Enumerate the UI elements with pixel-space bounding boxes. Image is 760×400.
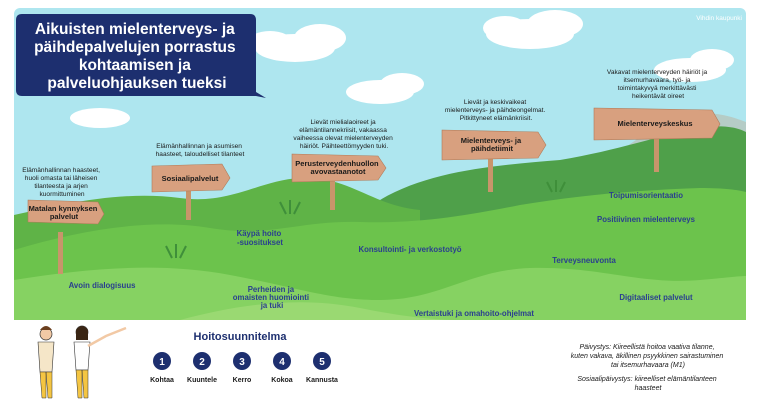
title-card: Aikuisten mielenterveys- ja päihdepalvel…: [16, 14, 266, 98]
label-vertaistuki: Vertaistuki ja omahoito-ohjelmat: [414, 309, 534, 318]
step-circle: [313, 352, 331, 370]
sign-label: Sosiaalipalvelut: [162, 174, 219, 183]
clouds: [70, 10, 734, 128]
sign-label: Mielenterveyskeskus: [617, 119, 692, 128]
note-paivystys: Päivystys: Kiireellistä hoitoa vaativa t…: [571, 344, 725, 369]
sign-label: Mielenterveys- ja päihdetiimit: [461, 136, 524, 153]
sign-description: Lievät mielialaoireet ja elämäntilannekr…: [293, 119, 394, 150]
label-avoin-dialogisuus: Avoin dialogisuus: [69, 281, 137, 290]
label-terveysneuvonta: Terveysneuvonta: [552, 256, 616, 265]
step-label: Kokoa: [271, 377, 293, 384]
sign-description: Elämänhallinnan haasteet, huoli omasta t…: [22, 167, 102, 198]
people-illustration: [37, 325, 127, 399]
sign-description: Elämänhallinnan ja asumisen haasteet, ta…: [156, 143, 245, 158]
label-toipumisorientaatio: Toipumisorientaatio: [609, 191, 683, 200]
sign-label: Perusterveydenhuollon avovastaanotot: [295, 159, 380, 176]
signpost-mielenterveys-ja-paihdetiimit: Lievät ja keskivaikeat mielenterveys- ja…: [441, 99, 547, 192]
step-circle: [193, 352, 211, 370]
hoito-title: Hoitosuunnitelma: [194, 331, 288, 343]
note-sosiaalipaivystys: Sosiaalipäivystys: kiireelliset elämänti…: [577, 376, 718, 392]
step-number: 2: [199, 357, 205, 368]
hill-front: [14, 267, 746, 320]
step-number: 4: [279, 357, 285, 368]
step-label: Kohtaa: [150, 377, 174, 384]
signpost-sosiaalipalvelut: Elämänhallinnan ja asumisen haasteet, ta…: [151, 143, 245, 220]
hill-foreground: [180, 302, 460, 320]
step-label: Kerro: [233, 377, 252, 384]
label-konsultointi: Konsultointi- ja verkostotyö: [358, 245, 461, 254]
step-number: 1: [159, 357, 165, 368]
step-circle: [153, 352, 171, 370]
sign-label: Matalan kynnyksen palvelut: [29, 204, 100, 221]
page-title: Aikuisten mielenterveys- ja päihdepalvel…: [34, 21, 240, 92]
label-kaypa-hoito: Käypä hoito -suositukset: [237, 229, 284, 247]
step-label: Kuuntele: [187, 377, 217, 384]
sign-description: Lievät ja keskivaikeat mielenterveys- ja…: [445, 99, 547, 122]
sign-description: Vakavat mielenterveyden häiriöt ja itsem…: [607, 69, 709, 100]
step-number: 5: [319, 357, 325, 368]
signpost-perusterveydenhuollon: Lievät mielialaoireet ja elämäntilannekr…: [291, 119, 394, 210]
step-circle: [273, 352, 291, 370]
label-positiivinen: Positiivinen mielenterveys: [597, 215, 696, 224]
step-label: Kannusta: [306, 377, 338, 384]
step-number: 3: [239, 357, 245, 368]
grass-tufts: [165, 180, 566, 259]
signpost-mielenterveyskeskus: Vakavat mielenterveyden häiriöt ja itsem…: [593, 69, 721, 172]
city-credit: Vihdin kaupunki: [696, 15, 742, 22]
step-circle: [233, 352, 251, 370]
signpost-matalan-kynnyksen: Elämänhallinnan haasteet, huoli omasta t…: [22, 167, 105, 274]
label-perheiden: Perheiden ja omaisten huomiointi ja tuki: [233, 285, 311, 310]
label-digitaaliset: Digitaaliset palvelut: [619, 293, 693, 302]
